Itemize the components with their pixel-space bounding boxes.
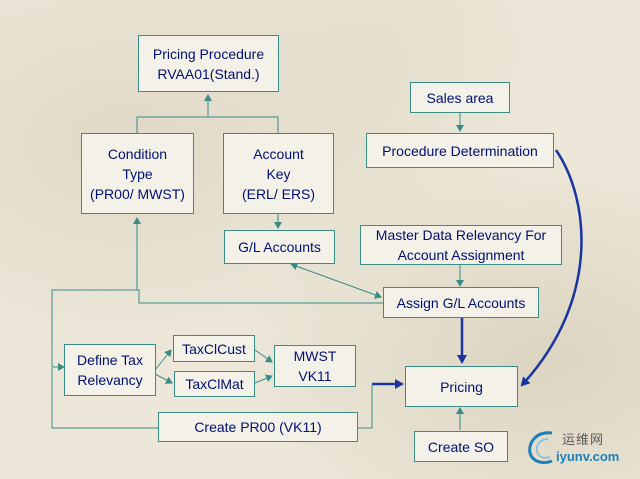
connector-procdet-pricing bbox=[520, 149, 583, 387]
define-tax-relevancy-line2: Relevancy bbox=[77, 372, 143, 388]
watermark: 运维网 iyunv.com bbox=[526, 427, 634, 471]
mwst-vk11-line2: VK11 bbox=[298, 368, 332, 384]
connector-definetax-taxclcust bbox=[154, 349, 172, 371]
master-data-relevancy-box: Master Data Relevancy For Account Assign… bbox=[360, 225, 562, 265]
connector-taxclcust-mwst bbox=[254, 349, 273, 363]
condition-type-line2: Type bbox=[122, 165, 153, 182]
create-pr00-box: Create PR00 (VK11) bbox=[158, 412, 358, 442]
taxclcust-box: TaxClCust bbox=[173, 335, 255, 362]
assign-gl-accounts-box: Assign G/L Accounts bbox=[383, 287, 539, 318]
account-key-line1: Account bbox=[253, 145, 304, 162]
gl-accounts-box: G/L Accounts bbox=[224, 230, 335, 264]
watermark-logo-icon bbox=[528, 431, 553, 465]
pricing-label: Pricing bbox=[440, 378, 483, 395]
account-key-line2: Key bbox=[266, 165, 291, 182]
condition-type-box: Condition Type (PR00/ MWST) bbox=[81, 133, 194, 214]
taxclmat-box: TaxClMat bbox=[174, 371, 255, 397]
pricing-procedure-code: RVAA01(Stand.) bbox=[157, 65, 260, 82]
pricing-procedure-box: Pricing Procedure RVAA01(Stand.) bbox=[138, 35, 279, 92]
define-tax-relevancy-line1: Define Tax bbox=[77, 352, 143, 368]
account-key-line3: (ERL/ ERS) bbox=[241, 185, 316, 202]
define-tax-relevancy-box: Define Tax Relevancy bbox=[64, 344, 156, 396]
taxclcust-label: TaxClCust bbox=[182, 340, 246, 357]
create-so-label: Create SO bbox=[427, 438, 495, 455]
mwst-vk11-line1: MWST bbox=[293, 348, 337, 364]
condition-type-line3: (PR00/ MWST) bbox=[90, 185, 185, 202]
account-key-box: Account Key (ERL/ ERS) bbox=[223, 133, 334, 214]
master-data-relevancy-line1: Master Data Relevancy For bbox=[375, 227, 547, 243]
procedure-determination-label: Procedure Determination bbox=[382, 142, 538, 159]
connector-definetax-taxclmat bbox=[154, 373, 173, 384]
create-pr00-label: Create PR00 (VK11) bbox=[194, 419, 322, 435]
sales-area-box: Sales area bbox=[410, 82, 510, 113]
connector-gl-assign bbox=[290, 262, 382, 299]
condition-type-line1: Condition bbox=[107, 145, 168, 162]
pricing-procedure-label: Pricing Procedure bbox=[152, 45, 265, 62]
watermark-chinese-text: 运维网 bbox=[562, 432, 605, 447]
assign-gl-accounts-label: Assign G/L Accounts bbox=[396, 294, 526, 311]
create-so-box: Create SO bbox=[414, 431, 508, 462]
watermark-domain-text: iyunv.com bbox=[556, 449, 620, 464]
connector-assign-loop bbox=[51, 289, 383, 371]
master-data-relevancy-line2: Account Assignment bbox=[397, 247, 525, 263]
procedure-determination-box: Procedure Determination bbox=[366, 133, 554, 168]
pricing-box: Pricing bbox=[405, 366, 518, 407]
taxclmat-label: TaxClMat bbox=[185, 376, 244, 392]
connector-tree bbox=[136, 116, 279, 133]
connector-taxclmat-mwst bbox=[254, 374, 273, 384]
sales-area-label: Sales area bbox=[426, 89, 494, 106]
gl-accounts-label: G/L Accounts bbox=[238, 239, 321, 255]
mwst-vk11-box: MWST VK11 bbox=[274, 345, 356, 387]
